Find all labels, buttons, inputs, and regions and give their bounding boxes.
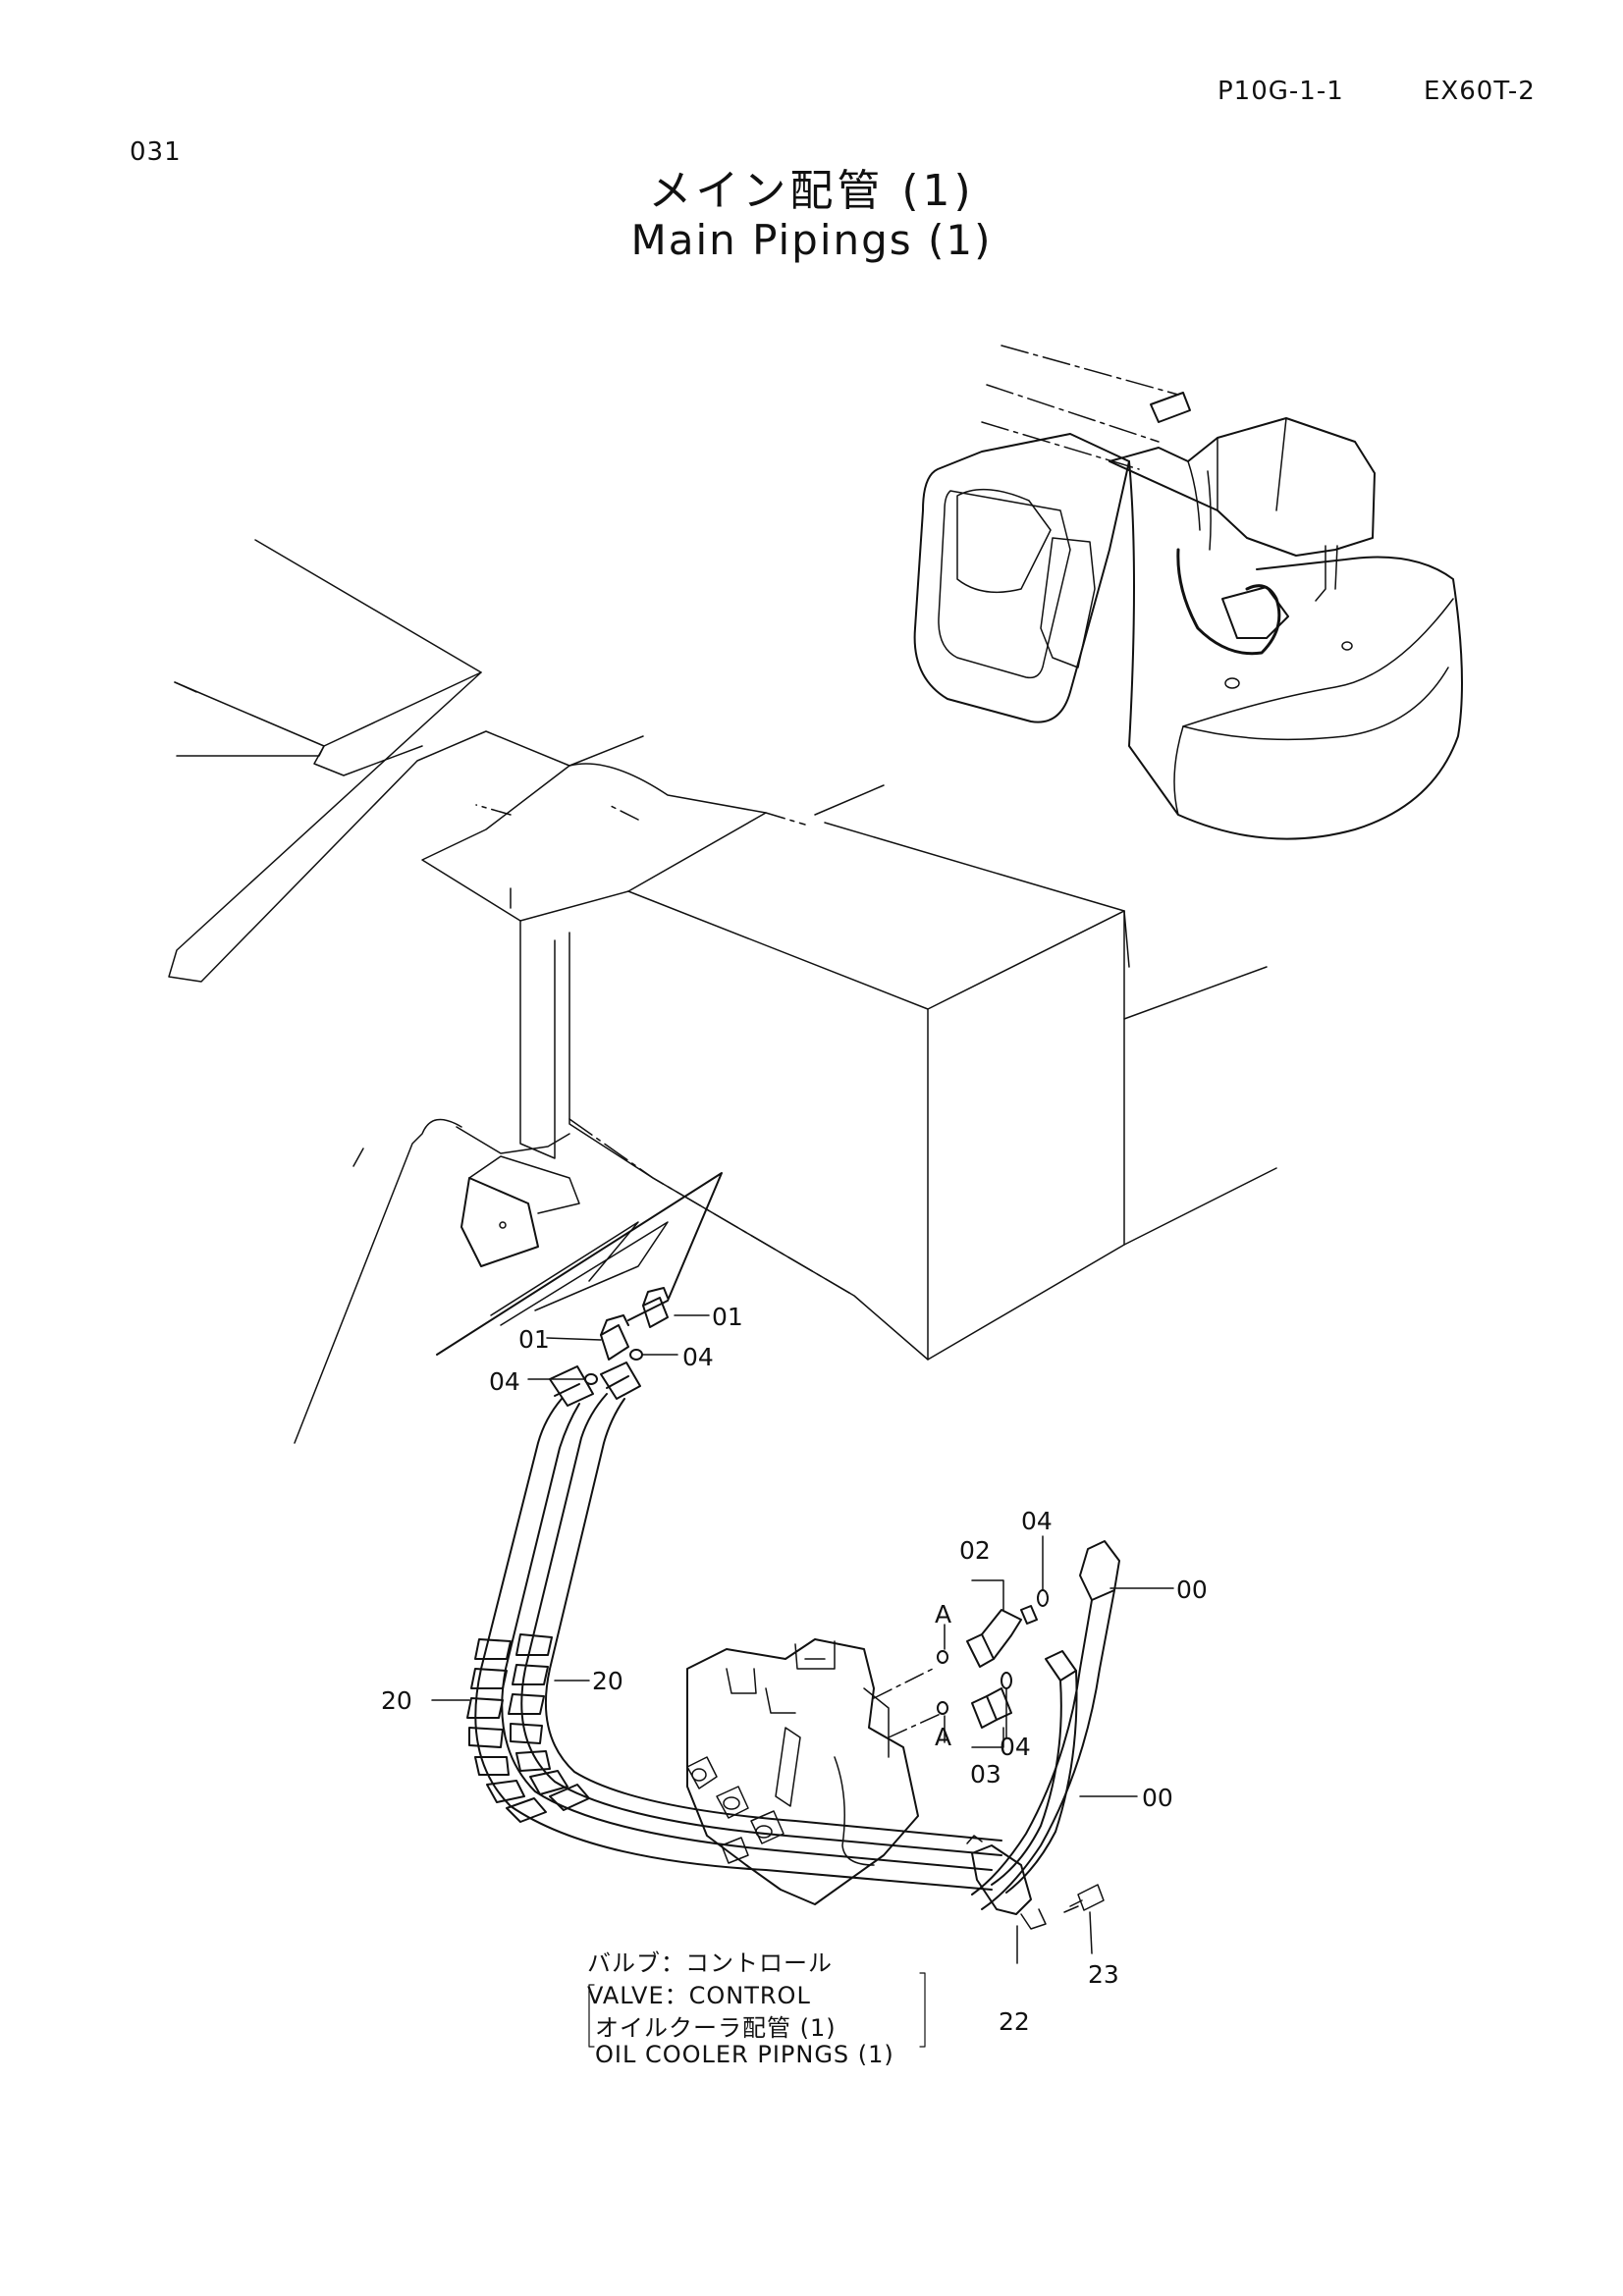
callout-23: 23	[1088, 1960, 1119, 1989]
callout-00-lower: 00	[1142, 1784, 1173, 1812]
callout-02: 02	[959, 1536, 991, 1565]
callout-20-right: 20	[592, 1667, 623, 1695]
callout-03: 03	[970, 1760, 1001, 1789]
callout-A-upper: A	[935, 1600, 952, 1629]
note-valve-english: VALVE：CONTROL	[587, 1982, 811, 2009]
title-japanese: メイン配管 (1)	[648, 166, 975, 216]
hose-assembly-20	[432, 1362, 1001, 1890]
title-english: Main Pipings (1)	[630, 216, 993, 264]
callout-22: 22	[999, 2007, 1030, 2036]
callout-A-lower: A	[935, 1723, 952, 1751]
callout-00-upper: 00	[1176, 1575, 1208, 1604]
fittings-02-03	[938, 1536, 1048, 1747]
note-cooler-japanese: オイルクーラ配管 (1)	[595, 2014, 837, 2042]
model-number: EX60T-2	[1424, 77, 1536, 106]
excavator-inset	[915, 346, 1462, 839]
callout-01-left: 01	[518, 1325, 550, 1354]
pipes-00-clamp	[967, 1541, 1173, 1963]
callout-04-mid: 04	[1000, 1733, 1031, 1761]
control-valve	[687, 1639, 943, 1904]
callout-04-top: 04	[1021, 1507, 1053, 1535]
callout-01-right: 01	[712, 1303, 743, 1331]
note-brackets	[589, 1973, 925, 2047]
machine-body	[169, 540, 1276, 1443]
callout-20-left: 20	[381, 1686, 412, 1715]
page-code: P10G-1-1	[1217, 77, 1344, 106]
note-valve-japanese: バルブ：コントロール	[587, 1949, 833, 1977]
callout-04-lower: 04	[489, 1367, 520, 1396]
callout-04-upper: 04	[682, 1343, 714, 1371]
note-cooler-english: OIL COOLER PIPNGS (1)	[595, 2041, 894, 2068]
fittings-01-04	[528, 1288, 709, 1384]
sheet-number: 031	[130, 137, 182, 167]
